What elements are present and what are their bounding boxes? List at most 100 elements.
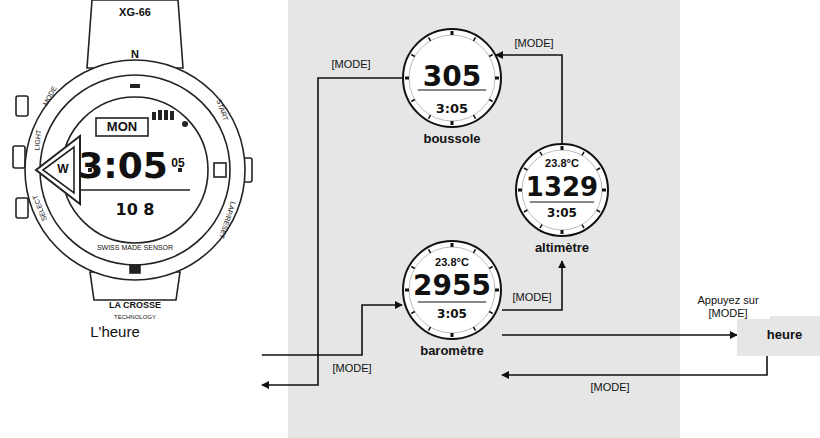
mode-arrow xyxy=(502,334,737,336)
lcd-reading: 3:05 xyxy=(402,308,502,321)
stroke xyxy=(516,144,608,236)
mode-arrow xyxy=(502,261,562,310)
stroke xyxy=(495,289,499,292)
w-marker-inner xyxy=(43,147,74,193)
stroke xyxy=(411,267,414,269)
lcd-divider xyxy=(80,189,190,191)
stroke xyxy=(474,115,476,118)
stroke xyxy=(451,333,454,337)
watch-bezel xyxy=(40,75,230,265)
edge-label: [MODE] xyxy=(508,37,560,50)
watch-label: LA CROSSE xyxy=(109,301,161,311)
stroke xyxy=(561,230,564,234)
watch-label: LAP/RESET xyxy=(217,200,236,239)
watch-node: L'heure xyxy=(20,0,262,395)
stroke xyxy=(411,312,414,314)
stroke xyxy=(403,241,501,339)
lcd-reading: 305 xyxy=(402,62,502,93)
edge-label: [MODE] xyxy=(506,291,558,304)
stroke xyxy=(489,267,492,269)
circle-caption: boussole xyxy=(402,132,502,146)
watch-label: MODE xyxy=(42,85,59,107)
w-marker xyxy=(36,136,80,204)
mode-arrow xyxy=(262,305,402,355)
edge-label: [MODE] xyxy=(326,362,378,375)
circle-caption: baromètre xyxy=(402,344,502,358)
button xyxy=(16,198,28,218)
watch-label: TECHNOLOGY xyxy=(114,314,156,321)
watch-label: LIGHT xyxy=(33,129,42,150)
day-frame xyxy=(96,118,148,136)
stroke xyxy=(540,225,542,228)
stroke xyxy=(489,55,492,57)
watch-case xyxy=(25,60,245,280)
mode-arrow xyxy=(262,78,402,385)
stroke xyxy=(524,168,527,170)
stroke xyxy=(411,55,414,57)
stroke xyxy=(429,249,431,252)
watch-label: N xyxy=(131,48,139,60)
watch-dial xyxy=(62,97,208,243)
watch-label: 10 8 xyxy=(116,201,155,219)
watch-drawing xyxy=(13,0,252,300)
icon-square xyxy=(214,163,226,177)
stroke xyxy=(524,210,527,212)
lcd-reading: 3:05 xyxy=(515,207,609,220)
watch-label: MON xyxy=(107,120,137,134)
stroke xyxy=(530,202,594,203)
edge-label: [MODE] xyxy=(325,58,377,71)
stroke xyxy=(495,77,499,80)
stroke xyxy=(451,121,454,125)
stroke xyxy=(582,152,584,155)
watch-label: SWISS MADE SENSOR xyxy=(97,244,173,252)
barometer-circle: 23.8°C29553:05baromètre xyxy=(402,240,502,385)
south-mark xyxy=(130,265,140,273)
watch-label: W xyxy=(57,163,68,176)
stroke xyxy=(429,327,431,330)
lcd-reading: 23.8°C xyxy=(515,157,609,169)
watch-label: 3:05 xyxy=(78,146,168,186)
stroke xyxy=(602,189,606,192)
strap-top xyxy=(87,0,183,68)
stroke xyxy=(474,249,476,252)
time-box: heure xyxy=(737,316,820,356)
altimeter-circle: 23.8°C 1329 3:05 altimètre xyxy=(515,143,609,261)
lcd-reading: 23.8°C xyxy=(402,256,502,268)
button xyxy=(13,146,25,168)
watch-label: SELECT xyxy=(31,194,48,222)
circle-caption: altimètre xyxy=(515,241,609,255)
stroke xyxy=(405,77,409,80)
stroke xyxy=(597,210,600,212)
grey-panel xyxy=(288,0,680,438)
lcd-reading: 1329 xyxy=(515,173,609,202)
stroke xyxy=(429,37,431,40)
stroke xyxy=(540,152,542,155)
edge-label: [MODE] xyxy=(584,381,636,394)
edge-label: Appuyez sur [MODE] xyxy=(686,294,770,319)
stroke xyxy=(518,189,522,192)
stroke xyxy=(474,327,476,330)
mode-arrow xyxy=(496,55,562,143)
node-text: L'heure xyxy=(60,324,170,341)
watch-label: START xyxy=(215,98,230,122)
stroke xyxy=(451,243,454,247)
button xyxy=(16,96,28,116)
stroke xyxy=(405,289,409,292)
stroke xyxy=(561,146,564,150)
lcd-reading: 3:05 xyxy=(402,102,502,116)
stroke xyxy=(582,225,584,228)
mode-arrow xyxy=(502,356,767,375)
stroke xyxy=(451,31,454,35)
stroke xyxy=(411,100,414,102)
stroke xyxy=(403,29,501,127)
compass-circle: 305 3:05 boussole xyxy=(402,28,502,150)
stroke xyxy=(597,168,600,170)
watch-label: 05 xyxy=(171,157,184,170)
node-text: heure xyxy=(737,328,820,342)
stroke xyxy=(474,37,476,40)
stroke xyxy=(489,312,492,314)
watch-label: XG-66 xyxy=(119,6,151,18)
stroke xyxy=(429,115,431,118)
